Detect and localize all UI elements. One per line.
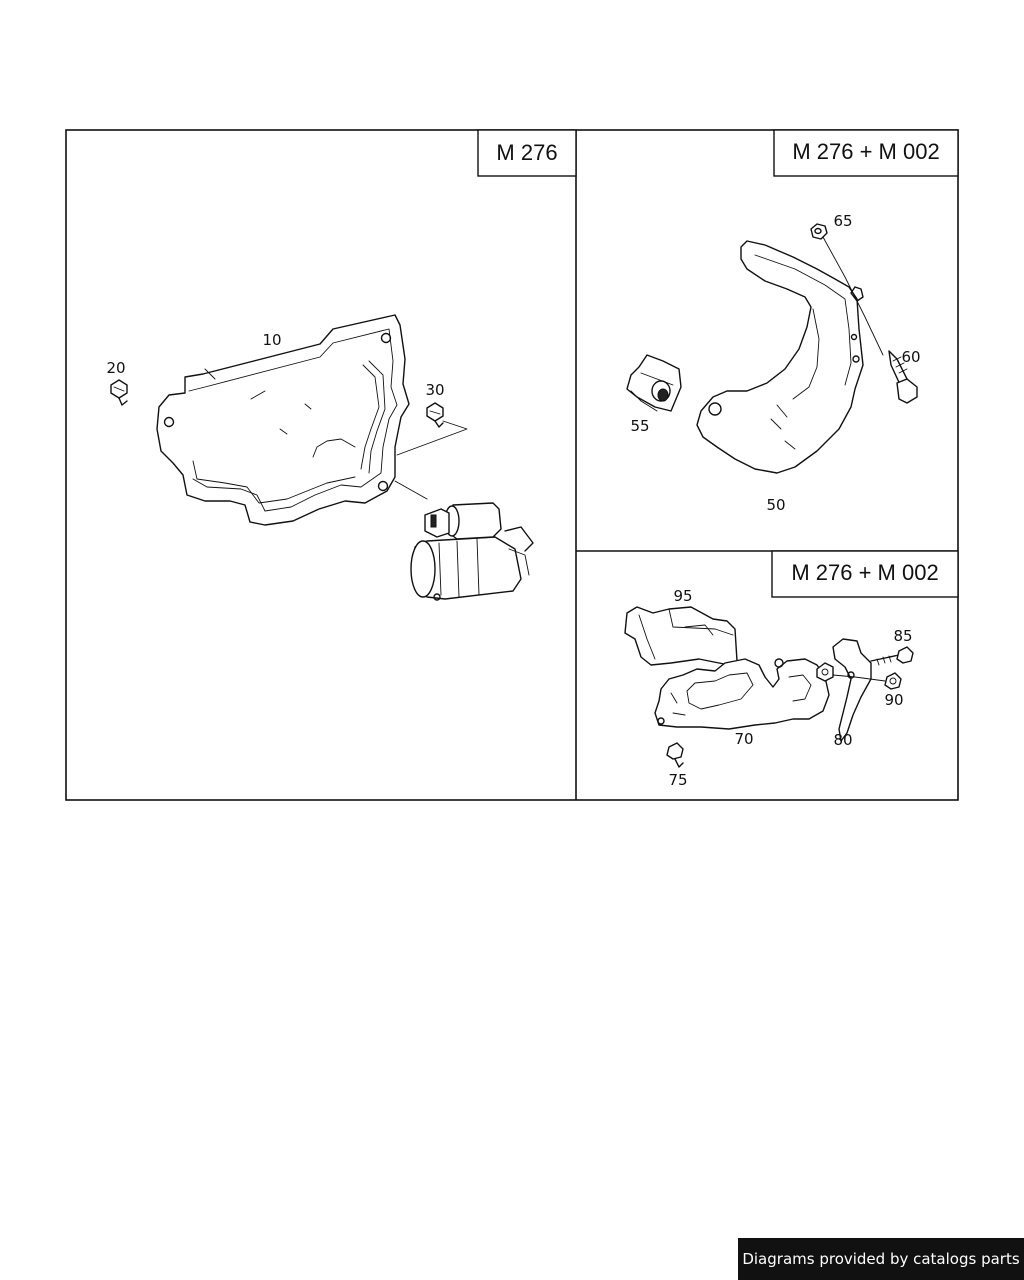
label-10: 10 xyxy=(262,331,281,349)
heat-shield-70 xyxy=(654,658,830,730)
bottom-right-title-box xyxy=(771,550,959,598)
washer-65 xyxy=(810,223,828,240)
label-50: 50 xyxy=(766,496,785,514)
label-55: 55 xyxy=(630,417,649,435)
label-80: 80 xyxy=(833,731,852,749)
starter-leader xyxy=(394,480,428,500)
bracket-80 xyxy=(832,638,872,742)
bolt-85 xyxy=(870,646,914,666)
bottom-right-panel-title: M 276 + M 002 xyxy=(791,560,938,585)
top-right-title-box xyxy=(773,129,959,177)
assembly-leader xyxy=(832,674,886,682)
top-right-panel-title: M 276 + M 002 xyxy=(792,139,939,164)
left-title-box xyxy=(477,129,577,177)
nut-center xyxy=(816,662,834,682)
washer-65-leader xyxy=(822,236,884,356)
bolt-20 xyxy=(110,379,128,406)
bolt-60 xyxy=(888,350,918,404)
label-60: 60 xyxy=(901,348,920,366)
label-20: 20 xyxy=(106,359,125,377)
label-75: 75 xyxy=(668,771,687,789)
heat-shield-10 xyxy=(156,314,410,526)
label-90: 90 xyxy=(884,691,903,709)
parts-diagram: M 276 M 276 + M 002 M 276 + M 002 xyxy=(65,129,959,801)
bolt-30-leader xyxy=(396,420,468,456)
starter-motor xyxy=(410,502,534,601)
bolt-75 xyxy=(666,742,684,768)
heat-shield-50 xyxy=(696,240,864,474)
diagram-svg: M 276 M 276 + M 002 M 276 + M 002 xyxy=(65,129,959,801)
label-65: 65 xyxy=(833,212,852,230)
footer-credit-text: Diagrams provided by catalogs parts xyxy=(742,1250,1020,1268)
label-30: 30 xyxy=(425,381,444,399)
cover-95 xyxy=(624,606,738,666)
label-85: 85 xyxy=(893,627,912,645)
nut-90 xyxy=(884,672,902,690)
label-95: 95 xyxy=(673,587,692,605)
clip-nut-55 xyxy=(626,354,682,412)
bolt-30 xyxy=(426,402,444,428)
left-panel-title: M 276 xyxy=(496,140,557,165)
label-70: 70 xyxy=(734,730,753,748)
footer-credit-badge: Diagrams provided by catalogs parts xyxy=(738,1238,1024,1280)
